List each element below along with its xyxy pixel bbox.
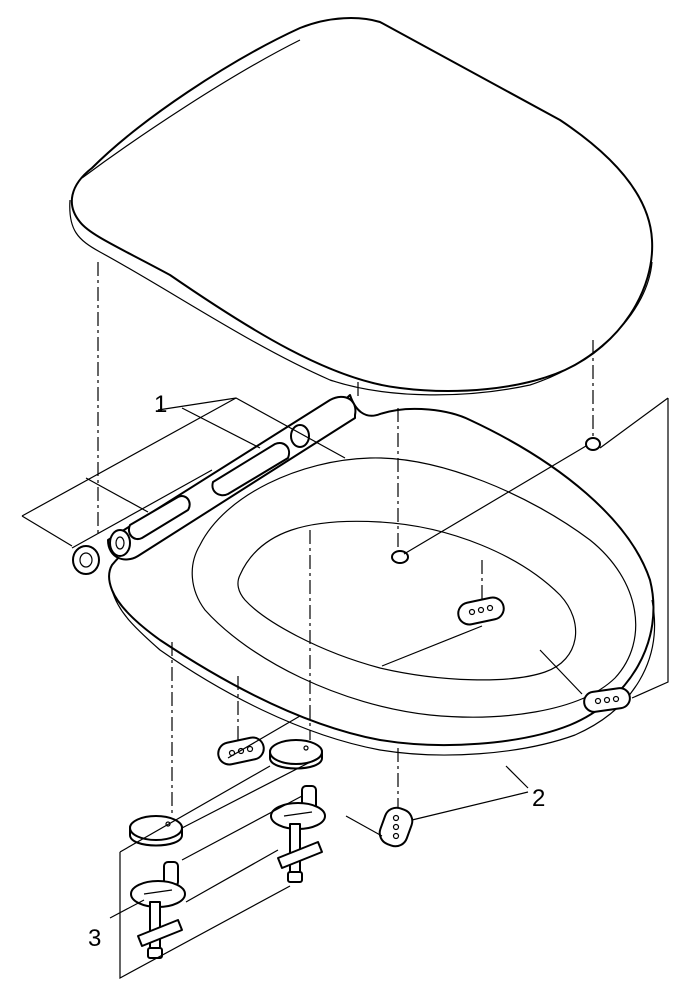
seat-buffer-2: [583, 687, 631, 713]
callout-1: 1: [154, 391, 167, 418]
alignment-lines: [97, 262, 594, 816]
lid-buffer-rear: [585, 437, 601, 451]
hinge-insert-upper: [211, 442, 290, 497]
fixing-bolt-left: [130, 861, 186, 959]
seat-buffer-1: [457, 596, 505, 626]
callout-3: 3: [88, 925, 101, 952]
callout-2: 2: [532, 785, 545, 812]
cover-cap-right: [269, 739, 323, 770]
seat-buffer-4: [378, 806, 414, 848]
seat-lid: [69, 17, 654, 396]
hinge-nut-upper: [290, 424, 310, 448]
seat-ring: [108, 394, 656, 756]
hinge-end-cap: [109, 529, 131, 557]
hinge-insert-lower: [128, 495, 191, 540]
hinge-nut-lower: [72, 545, 100, 575]
leader-lines: [21, 397, 669, 980]
hinge-bar: [72, 395, 357, 575]
fixing-bolt-right: [270, 785, 326, 883]
